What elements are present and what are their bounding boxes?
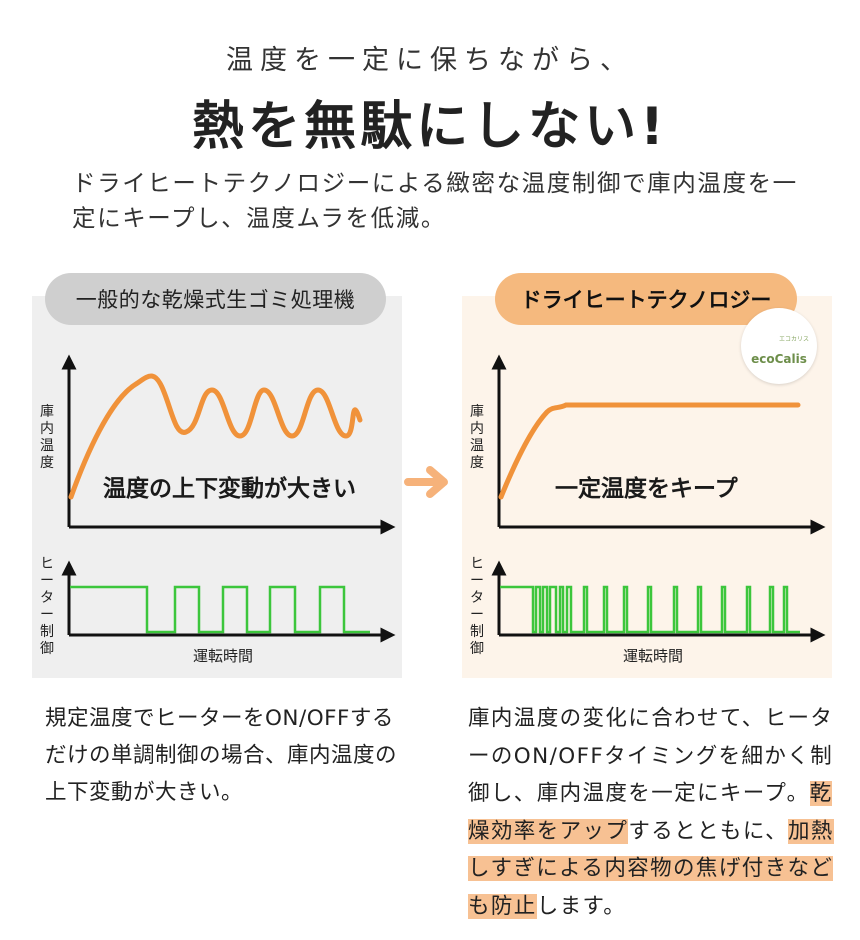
dry-heat-description-text: します。 (536, 893, 627, 919)
conventional-overlay-text: 温度の上下変動が大きい (103, 476, 356, 502)
ecocalis-logo-kana: エコカリス (779, 336, 810, 343)
right-temperature-axes (491, 354, 826, 535)
left-temperature-axis-label: 庫内温度 (40, 404, 54, 471)
subtitle: 温度を一定に保ちながら、 (226, 45, 634, 76)
left-heater-signal (70, 585, 370, 634)
right-temperature-axis-label: 庫内温度 (470, 404, 484, 471)
left-temperature-line (68, 373, 363, 500)
left-time-axis-label: 運転時間 (193, 647, 254, 665)
right-heater-axis-label: ヒーター制御 (470, 556, 484, 657)
intro-text: ドライヒートテクノロジーによる緻密な温度制御で庫内温度を一定にキープし、温度ムラ… (72, 169, 798, 232)
headline: 熱を無駄にしない! (192, 97, 668, 157)
left-heater-axes (61, 560, 396, 643)
dry-heat-description: 庫内温度の変化に合わせて、ヒーターのON/OFFタイミングを細かく制御し、庫内温… (468, 700, 838, 925)
right-time-axis-label: 運転時間 (623, 647, 684, 665)
dry-heat-description-text: するとともに、 (628, 818, 788, 844)
left-temperature-axes (61, 354, 396, 535)
left-heater-axis-label: ヒーター制御 (40, 556, 54, 657)
conventional-label: 一般的な乾燥式生ゴミ処理機 (45, 273, 386, 325)
comparison-arrow (404, 466, 448, 498)
dry-heat-overlay-text: 一定温度をキープ (555, 476, 738, 502)
ecocalis-logo: エコカリス ecoCalis (741, 308, 817, 384)
right-heater-signal (500, 585, 800, 634)
right-temperature-line (498, 402, 801, 500)
dry-heat-label: ドライヒートテクノロジー (495, 273, 797, 325)
right-heater-axes (491, 560, 826, 643)
ecocalis-logo-name: ecoCalis (751, 352, 807, 366)
conventional-panel (32, 296, 402, 678)
dry-heat-description-text: 庫内温度の変化に合わせて、ヒーターのON/OFFタイミングを細かく制御し、庫内温… (468, 706, 834, 806)
conventional-description: 規定温度でヒーターをON/OFFするだけの単調制御の場合、庫内温度の上下変動が大… (45, 706, 398, 805)
